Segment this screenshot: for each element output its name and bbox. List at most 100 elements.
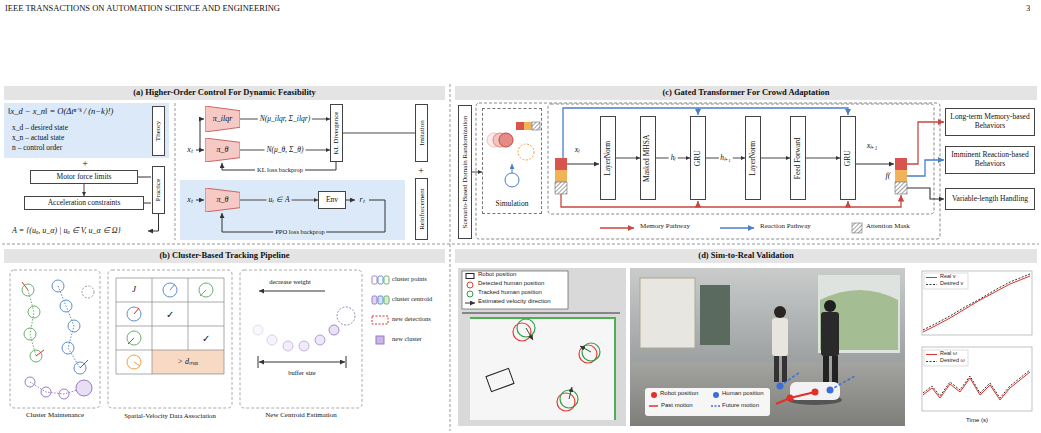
layer-box: Masked MHSA	[640, 116, 656, 200]
panel-d-chart	[926, 284, 937, 285]
panel-title: (b) Cluster-Based Tracking Pipeline	[4, 249, 445, 263]
page-number: 3	[1026, 3, 1030, 14]
panel-b-art	[259, 362, 345, 363]
policy-network: π_θ	[205, 138, 240, 162]
panel-d-photo	[824, 300, 836, 312]
node-text: Env	[326, 196, 338, 205]
legend-text: new cluster	[392, 335, 422, 343]
panel-d-photo	[711, 405, 720, 407]
table-cell: ✓	[202, 333, 210, 344]
panel-dividers	[450, 84, 451, 431]
variable: xₗ	[575, 146, 580, 155]
panel-c-art	[852, 223, 862, 233]
legend-text: Desired v	[940, 280, 963, 287]
panel-c-art	[555, 170, 567, 182]
panel-d-photo	[649, 405, 658, 407]
panel-a-art	[346, 200, 355, 201]
panel-d-map	[580, 346, 591, 352]
formula: A = {(uₐ, u_α) | uₐ ∈ V, u_α ∈ Ω}	[12, 226, 121, 236]
output-box: Imminent Reaction-based Behaviors	[945, 146, 1035, 174]
panel-b-art	[116, 326, 224, 327]
node-text: (d) Sim-to-Real Validation	[698, 251, 793, 261]
node-text: GRU	[844, 150, 853, 166]
node-text: Simulation	[496, 200, 529, 209]
panel-b-art	[24, 328, 36, 340]
layer-box: GRU	[840, 116, 856, 200]
node-text: x_n – actual state	[12, 134, 64, 143]
panel-b-art	[108, 270, 232, 408]
panel-c-art	[907, 160, 944, 176]
node-text: x_d – desired state	[12, 124, 68, 133]
panel-b-art	[134, 362, 140, 366]
panel-a-art	[144, 203, 151, 204]
panel-dividers	[2, 244, 1039, 245]
panel-c-art	[476, 103, 940, 239]
panel-b-art	[253, 325, 339, 351]
panel-d-map	[462, 313, 620, 314]
policy-network: π_ilqr	[205, 106, 240, 132]
panel-d-map	[569, 387, 572, 399]
panel-b-art	[372, 316, 388, 324]
legend-text: Desired ω	[940, 357, 965, 364]
panel-b-art	[163, 283, 177, 297]
panel-title: (c) Gated Transformer For Crowd Adaptati…	[455, 86, 1037, 100]
panel-b-art	[80, 360, 88, 368]
panel-c-art	[895, 170, 907, 182]
panel-d-chart	[926, 361, 937, 362]
panel-c-art	[555, 182, 567, 194]
panel-b-art	[128, 338, 134, 344]
node-text: Feed Forward	[794, 137, 803, 179]
process-box: Scenario-Based Domain Randomization	[458, 105, 472, 239]
plus-sign: +	[82, 158, 88, 169]
table-cell: > dₘₐₓ	[177, 358, 198, 367]
panel-c-art	[518, 144, 534, 160]
legend-text: Real v	[940, 273, 956, 280]
panel-b-art	[116, 374, 224, 375]
node-text: Theory	[154, 121, 162, 141]
panel-title: (d) Sim-to-Real Validation	[455, 249, 1037, 263]
theory-region: ‖x_d − x_n‖ = O(Δtⁿ⁻ᵏ / (n−k)!)x_d – des…	[4, 103, 169, 158]
panel-b-art	[253, 325, 263, 335]
panel-b-art	[10, 270, 389, 408]
panel-c-art	[512, 164, 513, 173]
layer-box: Feed Forward	[790, 116, 806, 200]
panel-b-art	[299, 341, 309, 351]
panel-b-art	[10, 270, 100, 408]
panel-b-art	[267, 335, 277, 345]
edge-label: hₗ₊₁	[718, 154, 732, 162]
panel-c-art	[895, 158, 907, 170]
panel-b-art	[68, 320, 80, 332]
panel-d-map	[557, 393, 575, 411]
panel-b-art	[258, 356, 346, 368]
panel-c-art	[907, 122, 944, 164]
table-cell: J	[132, 285, 136, 295]
process-box: Motor force limits	[30, 170, 138, 184]
panel-d-photo	[640, 278, 695, 348]
panel-b-art	[199, 283, 213, 297]
legend-text: Memory Pathway	[640, 222, 690, 231]
panel-b-art	[372, 296, 377, 304]
panel-dividers	[175, 103, 176, 240]
panel-b-art	[52, 280, 64, 292]
panel-c-art	[555, 158, 567, 170]
legend-text: cluster centroid	[392, 295, 432, 303]
panel-d-map	[467, 282, 473, 288]
panel-d-photo	[630, 268, 905, 426]
panel-b-art	[372, 276, 377, 284]
panel-d-photo	[827, 387, 834, 394]
panel-d-map	[458, 268, 626, 426]
panel-d-photo	[821, 312, 839, 356]
panel-d-chart	[923, 370, 1030, 398]
panel-d-map	[467, 291, 473, 297]
panel-b-art	[127, 283, 213, 369]
edge-label: N(μ_θ, Σ_θ)	[265, 146, 306, 154]
panel-a-art	[200, 150, 204, 151]
panel-b-art	[116, 278, 224, 279]
node-text: Acceleration constraints	[48, 199, 121, 208]
node-text: Variable-length Handling	[952, 195, 1028, 204]
panel-b-art	[127, 307, 141, 321]
panel-d-photo	[630, 268, 905, 363]
edge-label: N(μ_ilqr, Σ_ilqr)	[258, 115, 312, 123]
variable: xₜ	[187, 196, 193, 205]
